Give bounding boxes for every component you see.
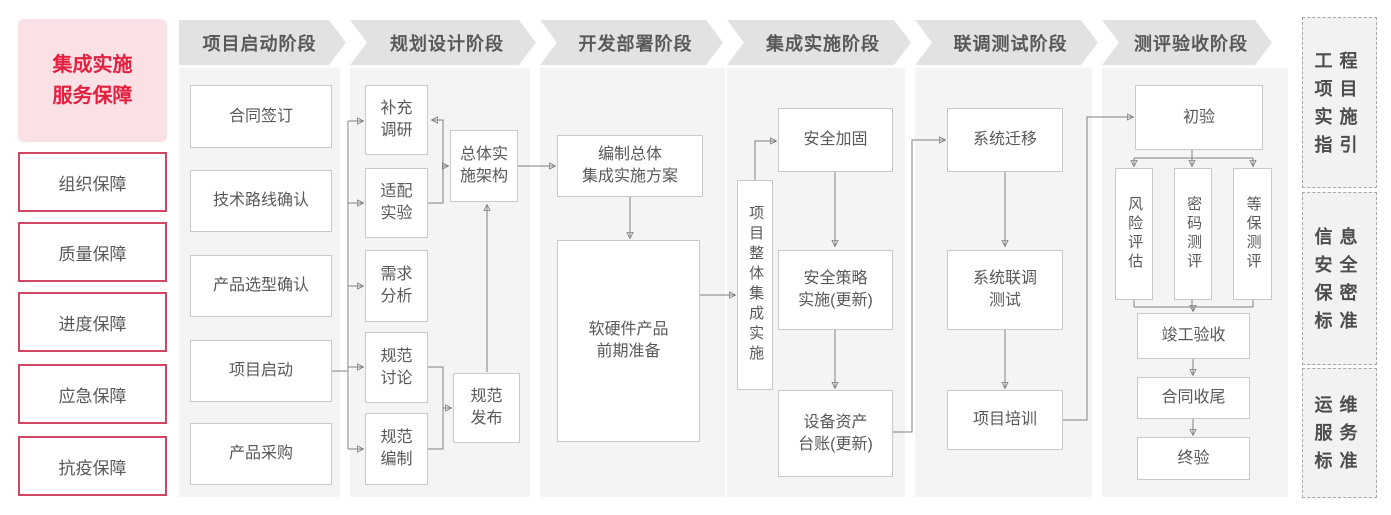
phase-header-testing: 联调测试阶段 (915, 20, 1098, 65)
node-system-migration: 系统迁移 (947, 108, 1063, 172)
reference-infosec-confidentiality-standard: 信息 安全 保密 标准 (1302, 192, 1377, 365)
phase-header-deployment: 开发部署阶段 (540, 20, 723, 65)
node-spec-discussion: 规范 讨论 (365, 332, 428, 403)
node-completion-acceptance: 竣工验收 (1137, 313, 1250, 359)
reference-om-service-standard: 运维 服务 标准 (1302, 368, 1377, 498)
node-system-joint-testing: 系统联调 测试 (947, 250, 1063, 330)
sidebar-item-epidemic-guarantee: 抗疫保障 (18, 436, 167, 496)
node-asset-ledger-update: 设备资产 台账(更新) (778, 390, 893, 477)
sidebar-item-schedule-guarantee: 进度保障 (18, 292, 167, 352)
node-project-overall-integration: 项目整体集成实施 (737, 180, 773, 390)
node-overall-integration-plan: 编制总体 集成实施方案 (557, 135, 703, 197)
node-spec-drafting: 规范 编制 (365, 413, 428, 485)
node-requirement-analysis: 需求 分析 (365, 250, 428, 322)
phase-header-planning: 规划设计阶段 (350, 20, 536, 65)
node-spec-release: 规范 发布 (453, 373, 520, 443)
sidebar-title-integration-service-guarantee: 集成实施 服务保障 (18, 19, 167, 142)
sidebar-item-emergency-guarantee: 应急保障 (18, 364, 167, 424)
node-project-kickoff: 项目启动 (190, 340, 332, 402)
node-security-hardening: 安全加固 (778, 108, 893, 172)
node-product-procurement: 产品采购 (190, 423, 332, 485)
node-mlps-evaluation: 等保测评 (1233, 168, 1272, 300)
node-product-selection-confirm: 产品选型确认 (190, 255, 332, 317)
node-hw-sw-preparation: 软硬件产品 前期准备 (557, 240, 700, 442)
node-final-acceptance: 终验 (1137, 437, 1250, 480)
node-project-training: 项目培训 (947, 390, 1063, 450)
node-crypto-evaluation: 密码测评 (1174, 168, 1212, 300)
sidebar-item-quality-guarantee: 质量保障 (18, 222, 167, 282)
node-contract-signing: 合同签订 (190, 85, 332, 148)
sidebar-item-organization-guarantee: 组织保障 (18, 152, 167, 212)
reference-engineering-project-guide: 工程 项目 实施 指引 (1302, 17, 1377, 188)
phase-header-kickoff: 项目启动阶段 (179, 20, 346, 65)
phase-header-acceptance: 测评验收阶段 (1102, 20, 1272, 65)
node-supplementary-research: 补充 调研 (365, 85, 428, 155)
node-risk-assessment: 风险评估 (1115, 168, 1153, 300)
node-initial-acceptance: 初验 (1135, 85, 1263, 150)
phase-header-integration: 集成实施阶段 (727, 20, 911, 65)
node-security-policy-impl: 安全策略 实施(更新) (778, 250, 893, 330)
node-contract-closing: 合同收尾 (1137, 377, 1250, 419)
node-tech-route-confirm: 技术路线确认 (190, 170, 332, 232)
node-overall-impl-architecture: 总体实 施架构 (450, 130, 518, 202)
node-adaptation-experiment: 适配 实验 (365, 168, 428, 238)
